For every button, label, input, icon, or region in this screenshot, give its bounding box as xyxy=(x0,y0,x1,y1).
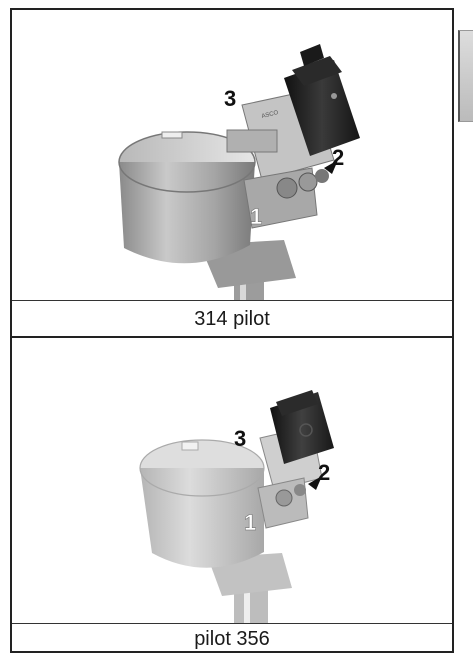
inlet-arrow xyxy=(324,160,338,174)
figure-frame: ASCO 3 2 1 314 pilot xyxy=(10,8,454,653)
panel-divider xyxy=(12,336,452,338)
caption-314-pilot: 314 pilot xyxy=(12,300,452,337)
callout-1: 1 xyxy=(250,204,262,229)
actuator-body xyxy=(119,162,255,264)
brand-label: ASCO xyxy=(261,110,279,120)
callout-3: 3 xyxy=(224,86,236,111)
figure-pilot-356: 3 2 1 xyxy=(12,338,452,623)
caption-pilot-356: pilot 356 xyxy=(12,623,452,654)
page-edge-tab xyxy=(458,30,473,122)
valve-illustration-356: 3 2 1 xyxy=(139,390,334,623)
inlet-arrow xyxy=(308,476,322,490)
callout-3: 3 xyxy=(234,426,246,451)
callout-2: 2 xyxy=(318,460,330,485)
figure-314-pilot: ASCO 3 2 1 xyxy=(12,10,452,300)
callout-1: 1 xyxy=(244,510,256,535)
callout-2: 2 xyxy=(332,145,344,170)
valve-illustration-314: ASCO 3 2 1 xyxy=(118,44,360,300)
